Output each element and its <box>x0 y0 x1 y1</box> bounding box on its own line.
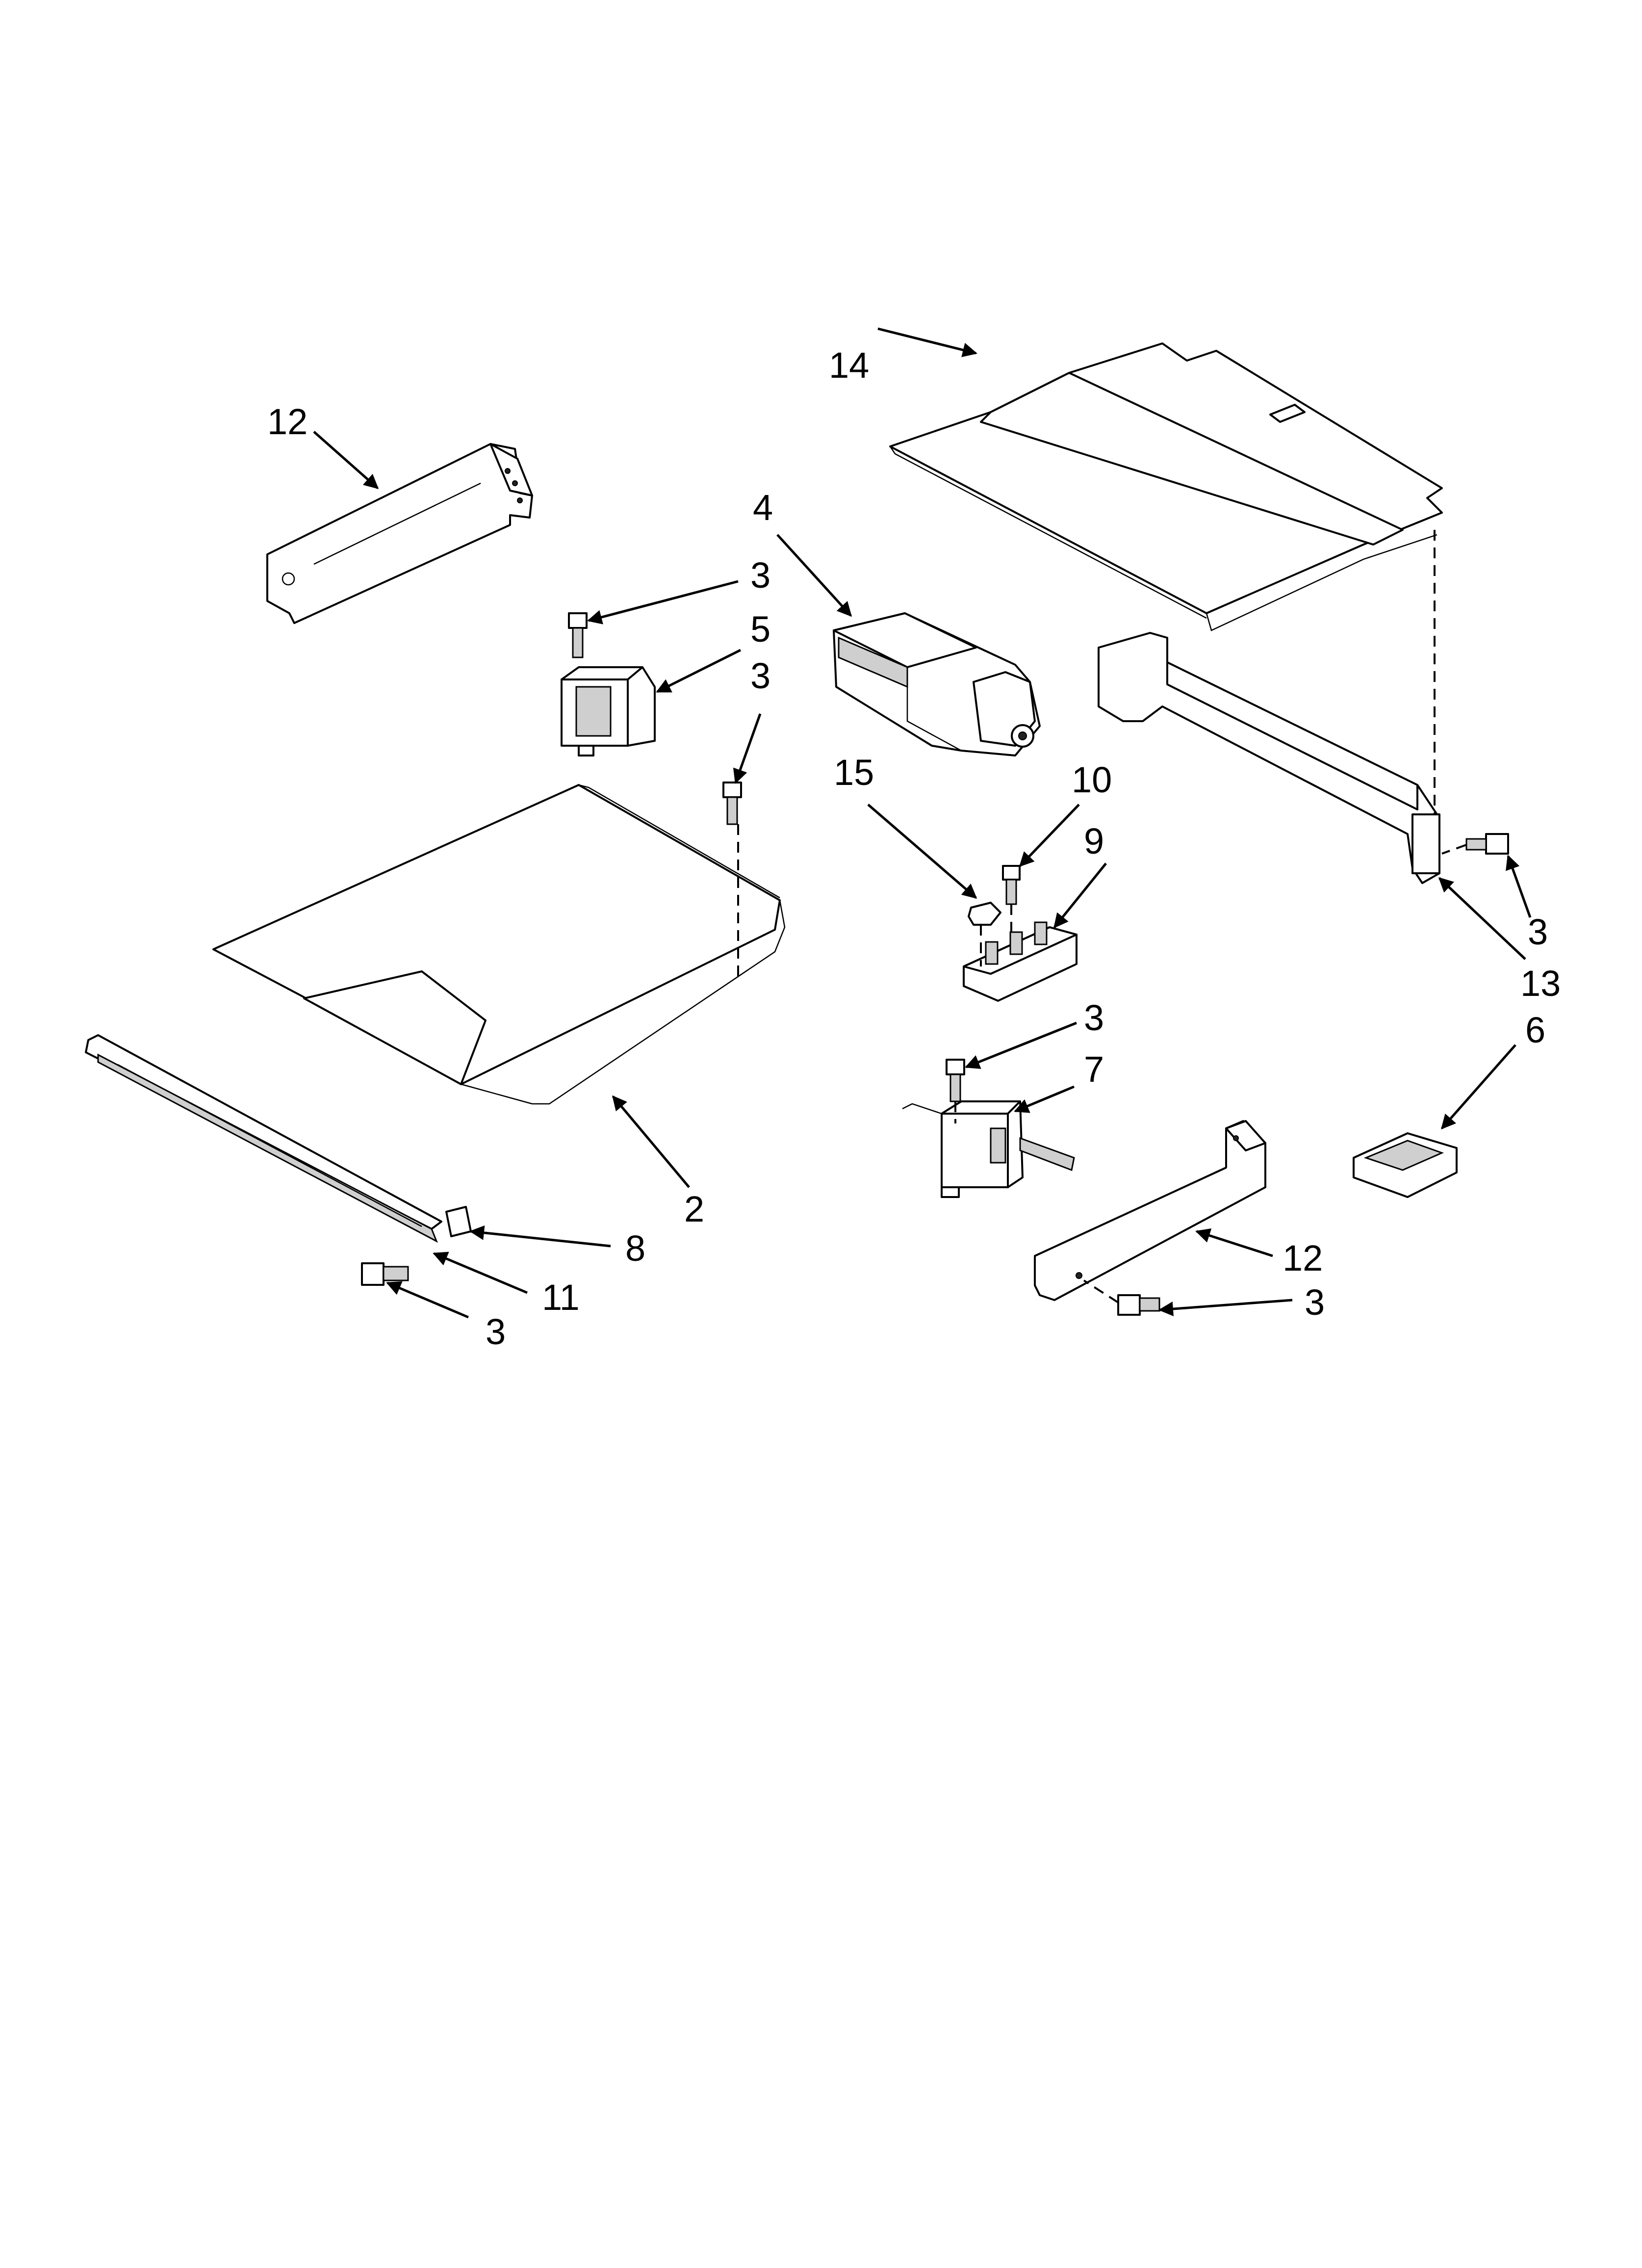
screw-3-a <box>568 612 588 658</box>
callout-11: 11 <box>542 1277 580 1318</box>
screw-3-c <box>946 1059 965 1102</box>
callout-4: 4 <box>753 487 773 528</box>
part-5-transformer <box>561 666 656 756</box>
assembly-line-screw-bottom-right <box>1083 1279 1119 1303</box>
part-11-rail <box>85 1034 442 1243</box>
callout-5: 5 <box>750 609 770 650</box>
part-12-bracket-bottom <box>1034 1120 1266 1301</box>
screw-3-b <box>722 782 742 825</box>
callout-13: 13 <box>1520 963 1561 1004</box>
part-2-shield-panel <box>212 784 786 1105</box>
nut-15 <box>968 902 1001 926</box>
callout-14: 14 <box>829 345 869 386</box>
callout-10: 10 <box>1072 759 1112 800</box>
callout-7: 7 <box>1084 1049 1104 1090</box>
callout-3-bottom-left: 3 <box>486 1311 506 1352</box>
leader-lines <box>313 327 1532 1319</box>
screw-10 <box>1002 865 1021 905</box>
screw-3-bottom-left <box>361 1262 409 1286</box>
part-4-control-assembly <box>833 612 1041 756</box>
callout-12-bottom: 12 <box>1283 1238 1323 1278</box>
part-9-terminal-block <box>963 921 1078 1002</box>
screw-3-bottom-right <box>1117 1294 1160 1316</box>
callout-12-top: 12 <box>267 401 308 442</box>
part-6-cup <box>1353 1132 1458 1198</box>
callout-2: 2 <box>684 1189 704 1229</box>
callout-15: 15 <box>834 752 874 793</box>
part-13-bracket <box>1098 632 1440 884</box>
callout-6: 6 <box>1525 1010 1545 1050</box>
callout-3-b: 3 <box>750 655 770 696</box>
callout-3-a: 3 <box>750 555 770 596</box>
part-7-transformer <box>902 1100 1075 1198</box>
callout-9: 9 <box>1084 821 1104 861</box>
part-14-top-shield <box>889 342 1443 631</box>
part-12-bracket-top <box>266 443 533 624</box>
screw-3-right <box>1465 833 1509 855</box>
callout-3-bottom-right: 3 <box>1305 1282 1325 1323</box>
part-8-clip <box>445 1206 472 1237</box>
callout-3-right: 3 <box>1528 912 1548 952</box>
callout-8: 8 <box>625 1228 645 1269</box>
callout-3-c: 3 <box>1084 997 1104 1038</box>
assembly-line-screw-right <box>1441 844 1467 855</box>
